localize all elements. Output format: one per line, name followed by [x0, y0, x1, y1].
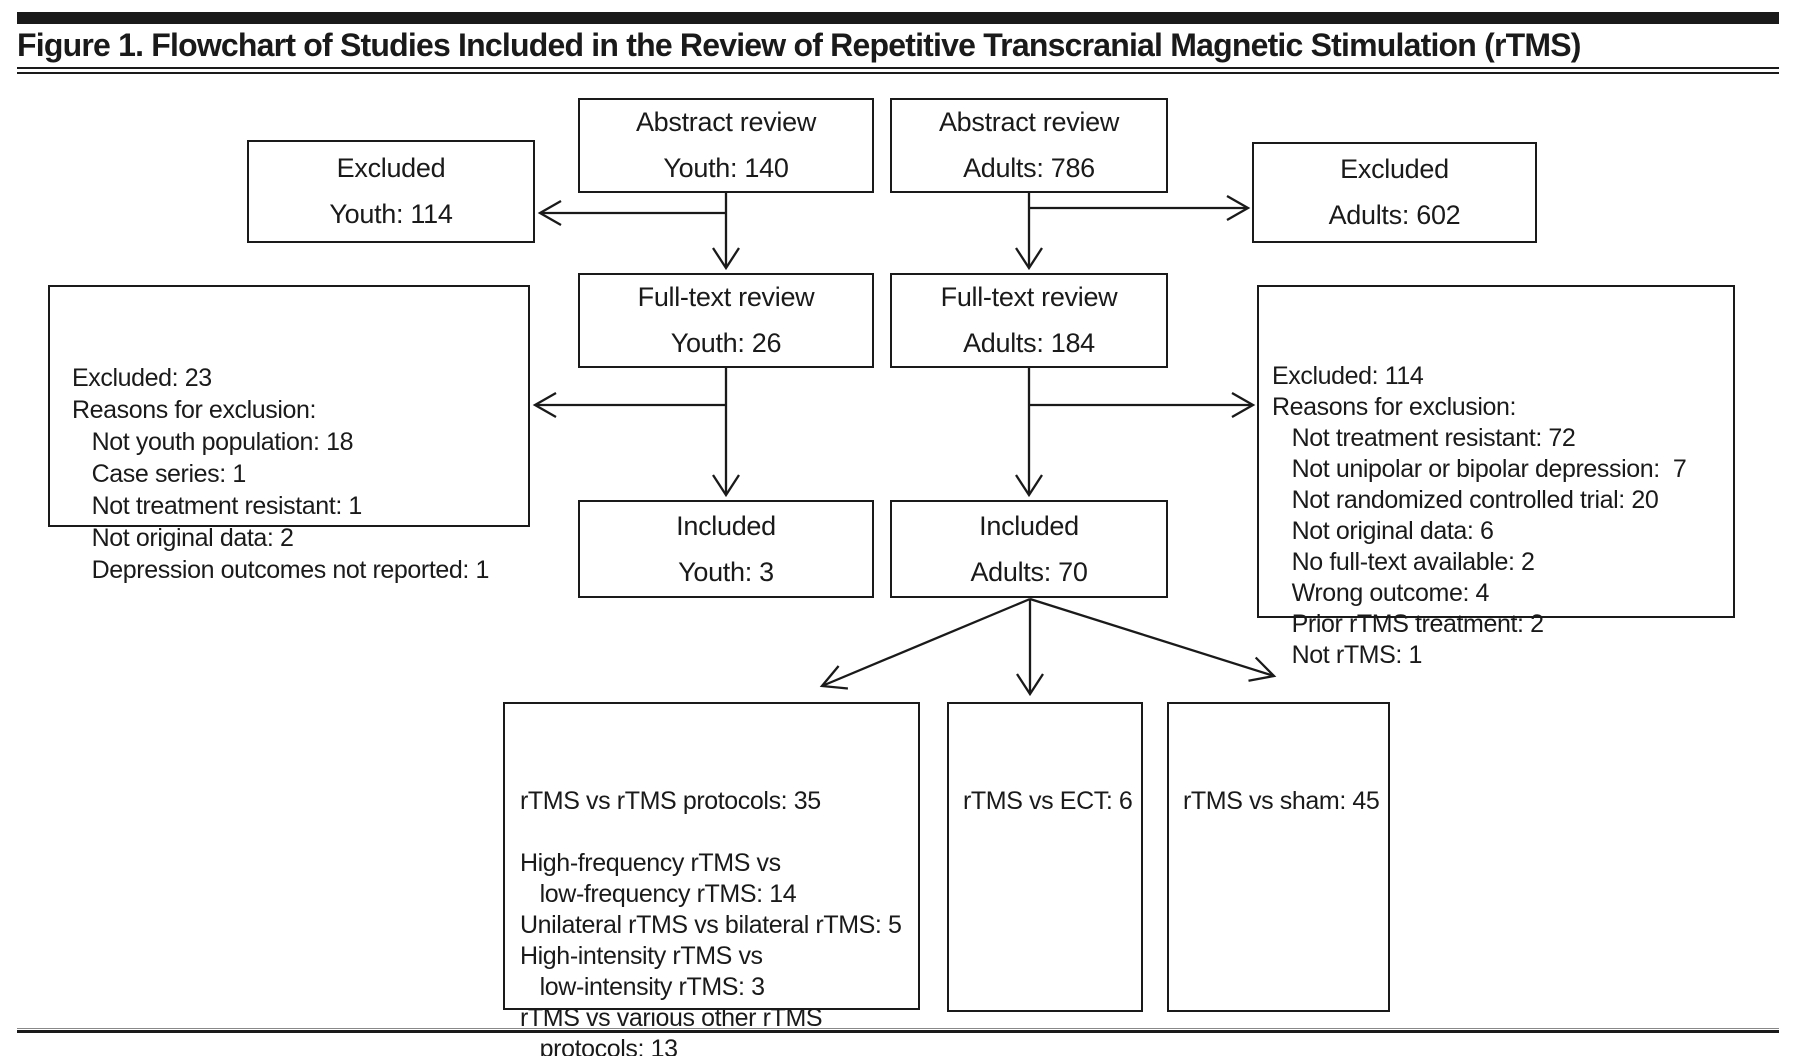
- arrowhead-down-icon: [1015, 474, 1043, 498]
- box-label: Abstract review: [938, 107, 1120, 137]
- box-exclusion-reasons-youth: Excluded: 23 Reasons for exclusion: Not …: [48, 285, 530, 584]
- edge-abstract-adults-to-excluded-adults: [1029, 195, 1251, 221]
- box-exclusion-reasons-adults: Excluded: 114 Reasons for exclusion: Not…: [1257, 285, 1735, 669]
- box-included-adults: Included Adults: 70: [890, 500, 1168, 598]
- arrowhead-down-right-icon: [1248, 656, 1277, 682]
- box-label: Full-text review: [940, 282, 1118, 312]
- edge-abstract-youth-to-excluded-youth: [537, 200, 726, 226]
- box-included-youth: Included Youth: 3: [578, 500, 874, 598]
- box-label: Included: [676, 510, 776, 541]
- box-full-text-review-adults: Full-text review Adults: 184: [890, 273, 1168, 368]
- box-count: Adults: 184: [963, 328, 1095, 358]
- arrowhead-down-left-icon: [819, 665, 849, 690]
- rtms-vs-rtms-protocols-text: rTMS vs rTMS protocols: 35 High-frequenc…: [520, 787, 902, 1056]
- figure-title: Figure 1. Flowchart of Studies Included …: [17, 27, 1581, 63]
- box-count: Youth: 140: [663, 153, 789, 183]
- exclusion-reasons-youth-text: Excluded: 23 Reasons for exclusion: Not …: [72, 364, 489, 584]
- arrowhead-left-icon: [532, 392, 557, 418]
- edge-included-adults-to-ect: [1016, 599, 1044, 697]
- box-count: Adults: 70: [970, 556, 1088, 587]
- box-count: Adults: 602: [1328, 200, 1461, 230]
- edge-abstract-youth-to-fulltext-youth: [712, 192, 740, 271]
- box-count: Adults: 786: [963, 153, 1095, 183]
- box-label: Full-text review: [637, 282, 815, 312]
- connector-line: [1029, 597, 1275, 678]
- edge-fulltext-adults-to-reasons-adults: [1029, 392, 1256, 418]
- box-count: Youth: 114: [329, 199, 453, 229]
- box-label: Excluded: [1340, 154, 1449, 184]
- box-rtms-vs-rtms-protocols: rTMS vs rTMS protocols: 35 High-frequenc…: [503, 702, 920, 1056]
- edge-fulltext-adults-to-included-adults: [1015, 367, 1043, 498]
- arrowhead-left-icon: [537, 200, 562, 226]
- arrowhead-right-icon: [1226, 195, 1251, 221]
- box-label: Excluded: [336, 153, 446, 183]
- box-rtms-vs-ect: rTMS vs ECT: 6: [947, 702, 1143, 1012]
- box-excluded-youth: Excluded Youth: 114: [247, 140, 535, 243]
- arrowhead-down-icon: [1015, 247, 1043, 271]
- box-rtms-vs-sham: rTMS vs sham: 45: [1167, 702, 1390, 1012]
- box-count: Youth: 26: [670, 328, 782, 358]
- box-label: Abstract review: [635, 107, 817, 137]
- figure-top-bar: [17, 12, 1779, 24]
- arrowhead-right-icon: [1231, 392, 1256, 418]
- connector-line: [821, 597, 1031, 688]
- edge-included-adults-to-protocols: [819, 597, 1031, 690]
- box-label: Included: [979, 510, 1079, 541]
- exclusion-reasons-adults-text: Excluded: 114 Reasons for exclusion: Not…: [1272, 362, 1687, 669]
- box-excluded-adults: Excluded Adults: 602: [1252, 142, 1537, 243]
- title-divider: [17, 67, 1779, 74]
- rtms-vs-ect-text: rTMS vs ECT: 6: [963, 787, 1133, 815]
- box-full-text-review-youth: Full-text review Youth: 26: [578, 273, 874, 368]
- edge-fulltext-youth-to-included-youth: [712, 367, 740, 498]
- arrowhead-down-icon: [712, 247, 740, 271]
- figure-bottom-divider: [17, 1028, 1779, 1033]
- edge-abstract-adults-to-fulltext-adults: [1015, 192, 1043, 271]
- arrowhead-down-icon: [712, 474, 740, 498]
- box-abstract-review-youth: Abstract review Youth: 140: [578, 98, 874, 193]
- arrowhead-down-icon: [1016, 673, 1044, 697]
- edge-included-adults-to-sham: [1029, 597, 1277, 682]
- box-count: Youth: 3: [678, 556, 774, 587]
- edge-fulltext-youth-to-reasons-youth: [532, 392, 726, 418]
- box-abstract-review-adults: Abstract review Adults: 786: [890, 98, 1168, 193]
- rtms-vs-sham-text: rTMS vs sham: 45: [1183, 787, 1380, 815]
